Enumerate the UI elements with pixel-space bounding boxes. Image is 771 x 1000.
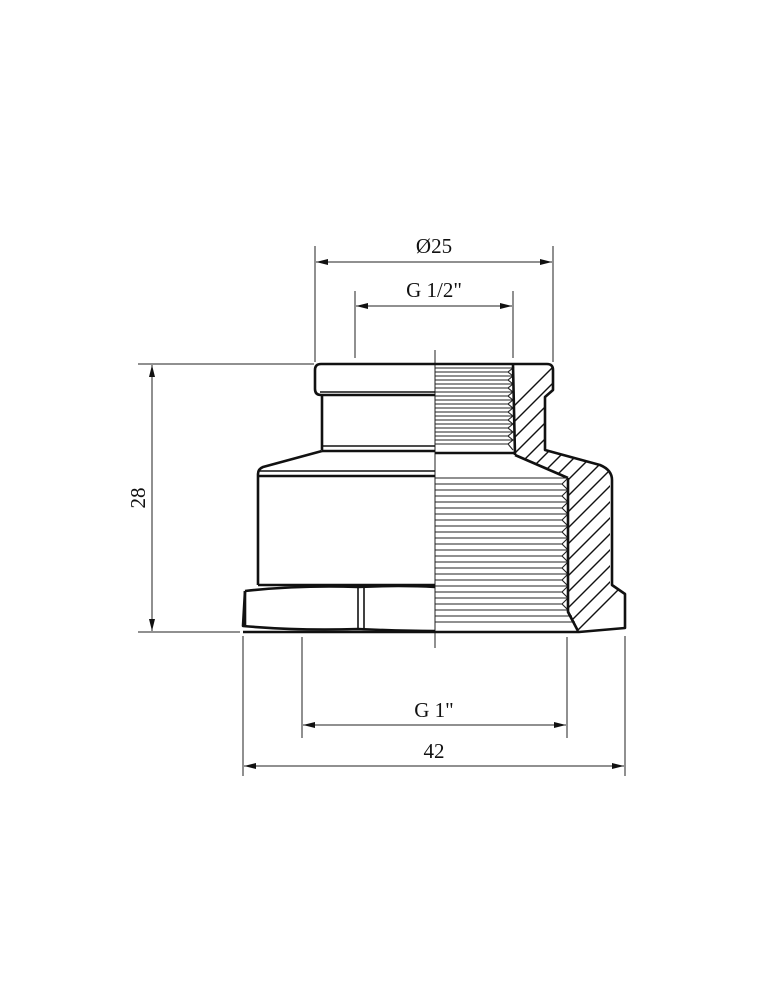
dimension-bottom-thread: G 1": [301, 637, 568, 738]
exterior-view-left-half: [241, 362, 436, 634]
dimension-label-top-thread: G 1/2": [406, 278, 462, 302]
section-view-right-half: [435, 362, 627, 634]
dimension-label-width: 42: [424, 739, 445, 763]
dimension-top-thread: G 1/2": [354, 278, 514, 358]
dimension-label-height: 28: [126, 488, 150, 509]
dimension-width: 42: [242, 636, 626, 776]
dimension-outer-diameter: Ø25: [314, 234, 554, 362]
dimension-height: 28: [126, 363, 314, 633]
dimension-label-bottom-thread: G 1": [414, 698, 454, 722]
dimension-label-outer-diameter: Ø25: [416, 234, 452, 258]
